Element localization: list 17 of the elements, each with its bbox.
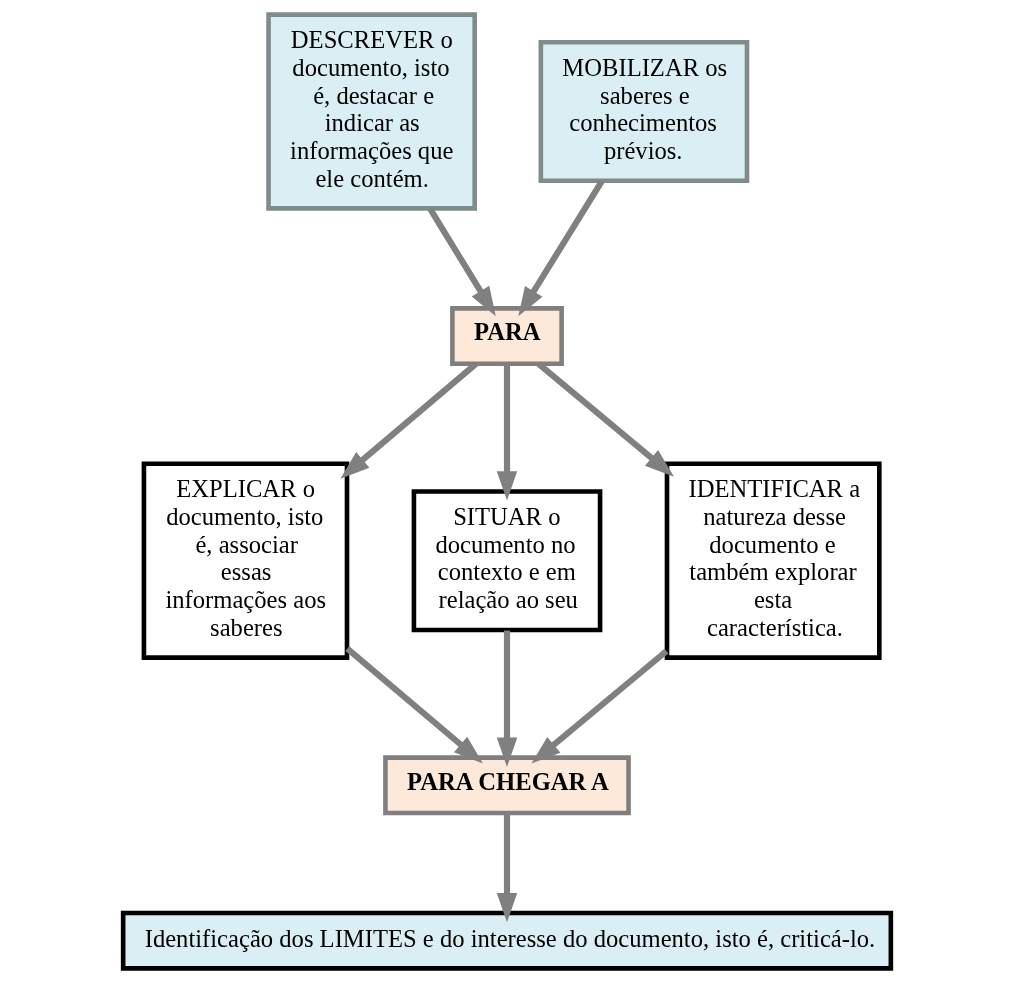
node-box: PARA <box>450 306 564 367</box>
node-box: Identificação dos LIMITES e do interesse do documento, isto é, criticá-lo. <box>120 910 894 971</box>
arrow <box>536 361 675 477</box>
arrow <box>496 813 518 923</box>
arrow <box>340 361 478 479</box>
arrow <box>518 179 605 317</box>
arrow <box>531 648 669 764</box>
node-box: EXPLICAR o documento, isto é, associar essas informações aos saberes <box>141 461 350 660</box>
arrow <box>496 630 518 767</box>
node-box: PARA CHEGAR A <box>383 755 631 816</box>
node-box: IDENTIFICAR a natureza desse documento e também explorar esta característica. <box>664 461 882 660</box>
node-box: DESCREVER o documento, isto é, destacar e indicar as informações que ele contém. <box>266 12 477 211</box>
arrow <box>496 363 518 501</box>
node-box: MOBILIZAR os saberes e conhecimentos prévios. <box>538 39 750 184</box>
node-box: SITUAR o documento no contexto e em relação ao seu <box>411 489 603 633</box>
arrow <box>345 646 483 764</box>
arrow <box>427 207 496 317</box>
